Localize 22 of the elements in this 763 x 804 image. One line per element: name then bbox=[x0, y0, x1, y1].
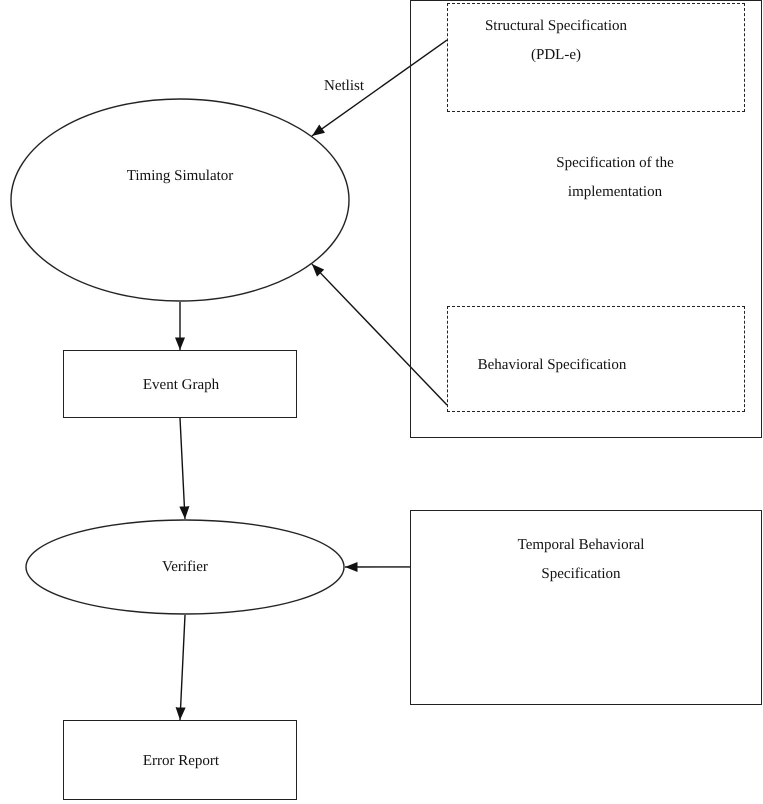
dashed-spec-box bbox=[447, 306, 745, 412]
node-label: Event Graph bbox=[142, 376, 220, 395]
process-ellipse bbox=[25, 519, 345, 615]
arrow bbox=[179, 418, 190, 520]
dashed-spec-box bbox=[447, 3, 745, 112]
arrow bbox=[311, 264, 448, 406]
node-label: Behavioral Specification bbox=[476, 356, 628, 375]
arrow bbox=[345, 562, 410, 572]
process-box bbox=[63, 720, 297, 800]
node-label: Temporal Behavioral Specification bbox=[516, 536, 646, 584]
specification-panel bbox=[410, 0, 762, 438]
node-label: Structural Specification (PDL-e) bbox=[484, 17, 628, 64]
arrow bbox=[312, 39, 448, 137]
process-box bbox=[410, 510, 762, 705]
arrow bbox=[176, 614, 186, 720]
node-label: Timing Simulator bbox=[126, 167, 234, 186]
process-box bbox=[63, 350, 297, 418]
process-ellipse bbox=[10, 98, 350, 302]
node-label: Verifier bbox=[161, 558, 209, 577]
node-label: Error Report bbox=[142, 752, 220, 771]
node-label: Specification of the implementation bbox=[555, 154, 675, 202]
arrow bbox=[174, 302, 186, 350]
